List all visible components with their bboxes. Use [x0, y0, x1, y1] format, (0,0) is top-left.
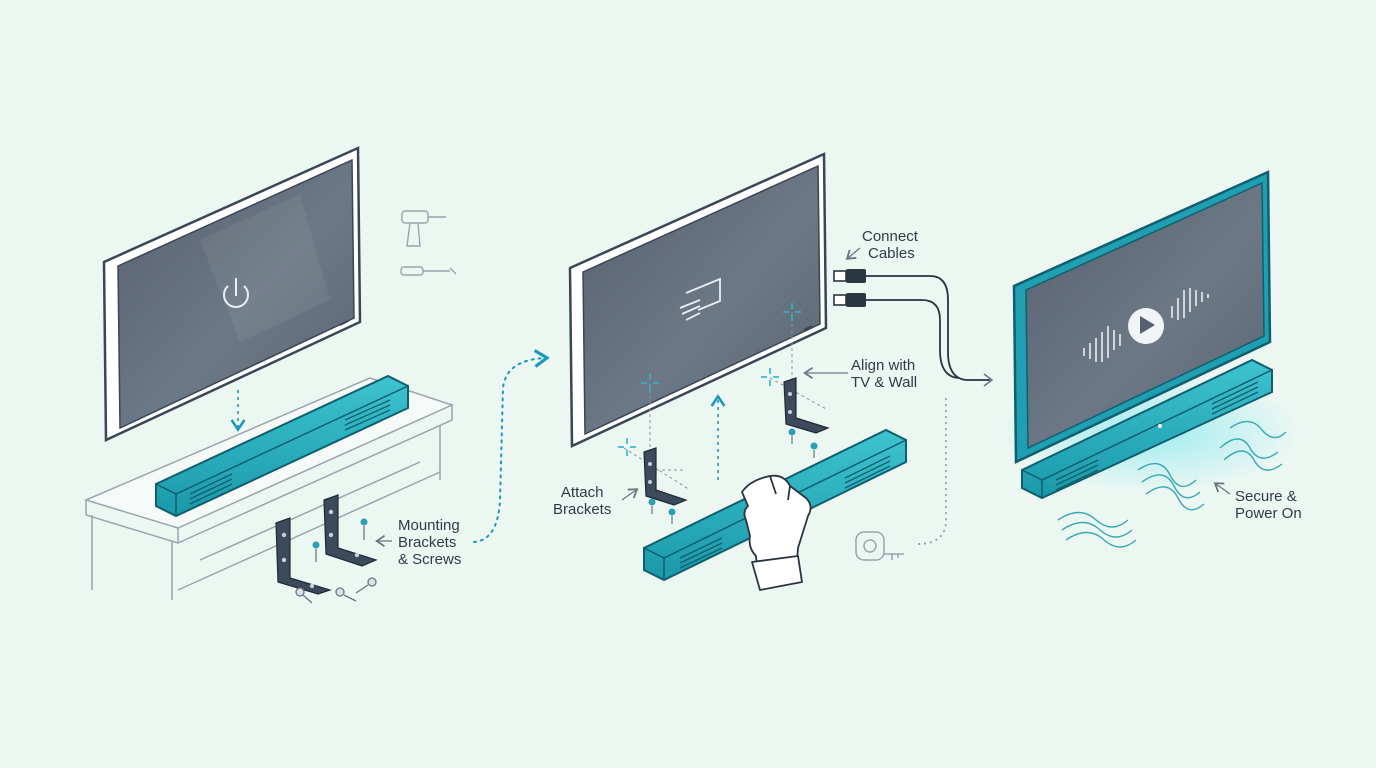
align-label-line1: Align with: [851, 357, 916, 374]
mounting-label: Mounting Brackets & Screws: [398, 517, 461, 568]
crosshair-markers: [618, 303, 801, 456]
secure-label-line2: Power On: [1235, 505, 1302, 522]
step2-screws: [648, 428, 818, 524]
measure-dotted-line: [917, 396, 947, 545]
connect-label-arrow: [845, 247, 861, 260]
sound-wave-right: [1171, 288, 1209, 320]
sound-wave-left: [1083, 326, 1121, 362]
hdmi-cable-icon: [833, 269, 994, 387]
secure-label-arrow: [1213, 482, 1231, 495]
align-label: Align with TV & Wall: [851, 357, 917, 391]
attach-label-arrow: [621, 488, 639, 501]
step1-tv: [102, 146, 362, 442]
step2-brackets: [643, 377, 830, 506]
screws: [295, 518, 377, 604]
tape-measure-icon: [855, 531, 904, 561]
secure-label-line1: Secure &: [1235, 488, 1297, 505]
attach-label: Attach Brackets: [553, 484, 611, 518]
connect-label: Connect Cables: [862, 228, 918, 262]
step1-soundbar: [155, 374, 409, 518]
attach-label-line2: Brackets: [553, 501, 612, 518]
cast-icon: [679, 277, 721, 321]
power-drill-icon: [401, 210, 446, 247]
connect-label-line1: Connect: [862, 228, 918, 245]
align-label-line2: TV & Wall: [851, 374, 918, 391]
mounting-label-line2: Brackets: [398, 534, 457, 551]
play-icon: [1128, 308, 1164, 344]
secure-label: Secure & Power On: [1235, 488, 1302, 522]
attach-label-line1: Attach: [560, 484, 604, 501]
power-icon: [223, 278, 249, 308]
connect-label-line2: Cables: [868, 245, 915, 262]
sound-waves-bottom: [1057, 420, 1287, 548]
screwdriver-icon: [400, 266, 457, 276]
step1-to-step2-arrow: [473, 349, 550, 543]
mounting-label-line1: Mounting: [398, 517, 460, 534]
mounting-brackets: [275, 494, 378, 595]
hand-icon: [741, 474, 812, 591]
step3-soundbar: [1021, 358, 1273, 500]
mounting-label-line3: & Screws: [398, 551, 462, 568]
